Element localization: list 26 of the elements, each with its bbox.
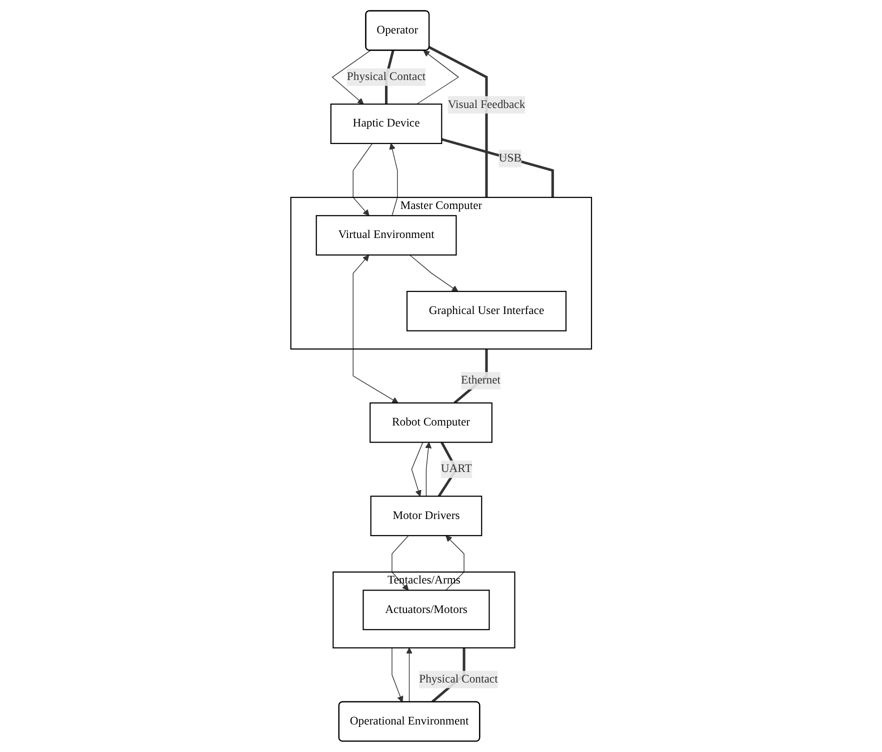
arrow xyxy=(352,143,372,216)
edge-label: Physical Contact xyxy=(346,70,426,83)
arrow xyxy=(425,442,432,497)
node-box: Graphical User Interface xyxy=(406,290,566,332)
node-box: Haptic Device xyxy=(330,104,442,144)
arrow xyxy=(332,50,370,104)
arrow xyxy=(352,254,398,404)
arrow xyxy=(391,535,409,591)
arrow xyxy=(411,442,424,497)
arrow xyxy=(389,143,398,216)
arrow xyxy=(445,535,464,591)
arrow xyxy=(416,50,459,104)
node-box: Virtual Environment xyxy=(316,215,457,256)
connector xyxy=(428,46,488,198)
node-box: Robot Computer xyxy=(369,402,492,443)
edge-label: Visual Feedback xyxy=(448,98,525,111)
node-box: Actuators/Motors xyxy=(362,590,490,630)
edge-label: Physical Contact xyxy=(418,672,498,686)
edge-label: USB xyxy=(498,152,522,164)
arrow xyxy=(409,254,458,292)
connector xyxy=(441,138,554,198)
edge-label: Ethernet xyxy=(460,374,500,387)
arrow xyxy=(391,647,404,702)
edge-label: UART xyxy=(440,462,472,476)
arrow xyxy=(406,648,412,702)
node-box: Motor Drivers xyxy=(370,496,482,536)
